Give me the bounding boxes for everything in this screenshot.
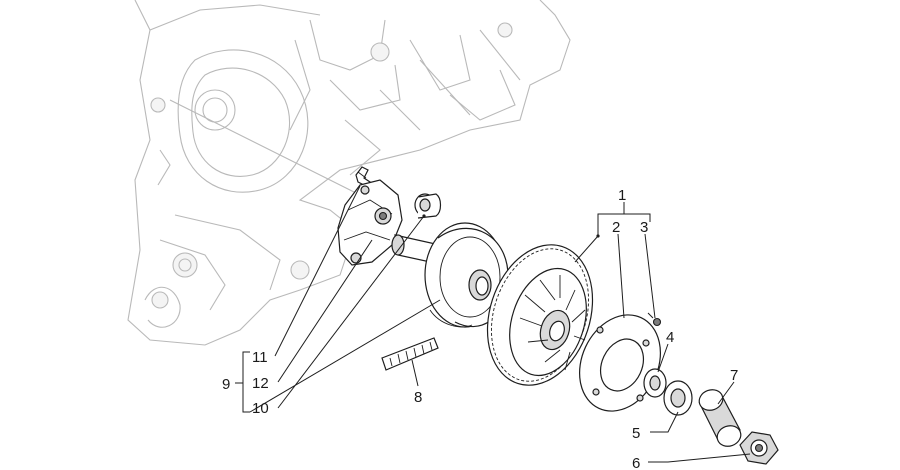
callout-8: 8 [414,389,422,406]
part-10-bushing [414,193,442,219]
part-6-nut [739,431,779,465]
callout-1: 1 [618,187,626,204]
part-5-ring [663,380,693,416]
part-12-ramp-plate [337,179,403,266]
callout-7: 7 [730,367,738,384]
part-1-fan-gear [486,244,594,386]
callout-2: 2 [612,219,620,236]
part-8-rollers [381,337,439,371]
callout-6: 6 [632,455,640,470]
callout-9: 9 [222,376,230,393]
callout-labels: 1 2 3 4 5 6 7 8 9 10 11 12 [222,187,738,470]
crankcase-housing-ghost [127,0,571,346]
callout-5: 5 [632,425,640,442]
callout-12: 12 [252,375,269,392]
callout-3: 3 [640,219,648,236]
callout-4: 4 [666,329,674,346]
part-2-plate [578,314,662,412]
part-7-sleeve [698,389,742,447]
part-11-clip [355,166,371,187]
leader-lines [235,185,751,463]
callout-10: 10 [252,400,269,417]
part-9-drive-pulley [391,222,509,328]
callout-11: 11 [252,349,268,366]
part-3-screw [647,312,662,327]
part-4-washer [643,368,667,398]
